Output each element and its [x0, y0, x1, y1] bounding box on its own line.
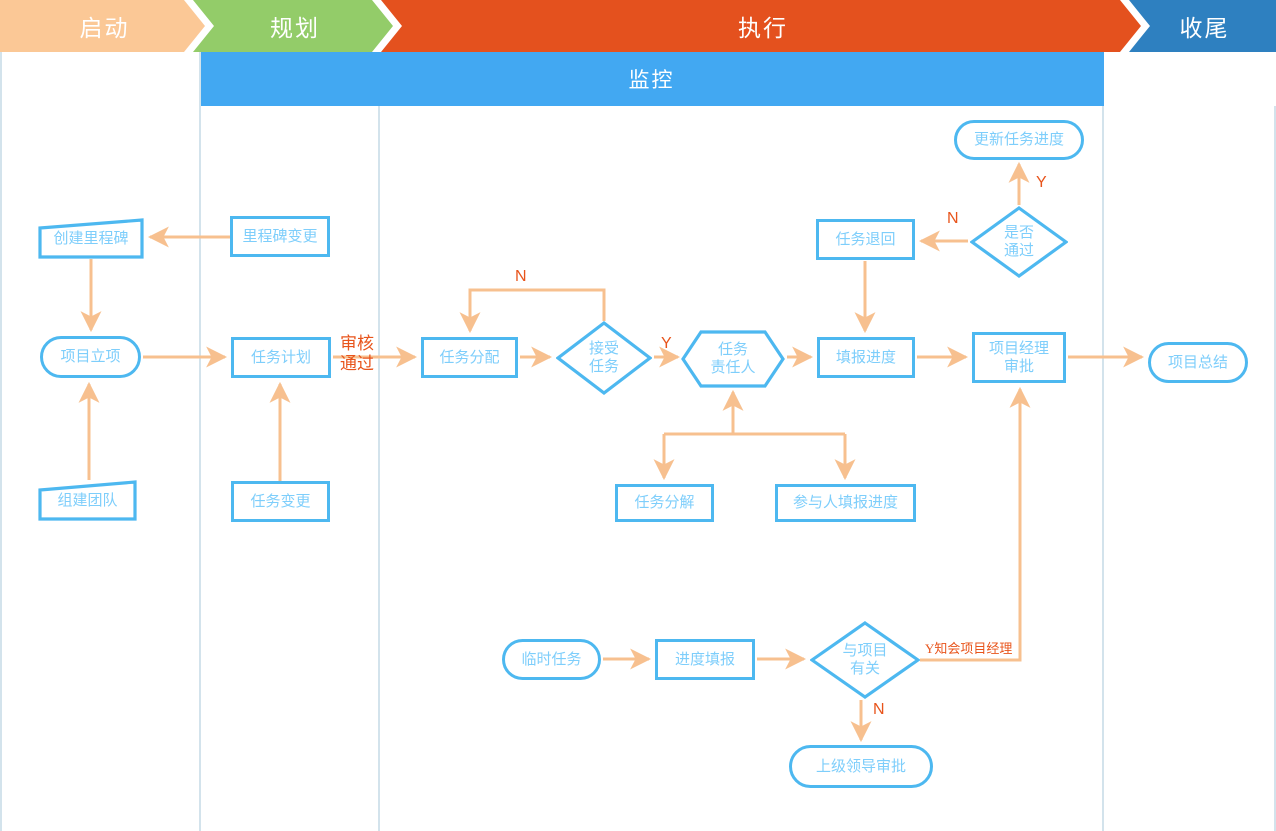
node-accept-task[interactable]: 接受 任务: [555, 320, 653, 396]
node-label-progress-report: 进度填报: [674, 650, 735, 668]
edge-label-pass-n: N: [947, 210, 959, 227]
diamond-shape-icon: [809, 621, 921, 699]
node-label-task-return: 任务退回: [835, 230, 896, 248]
node-label-task-owner: 任务 责任人: [710, 341, 756, 376]
node-task-owner[interactable]: 任务 责任人: [681, 330, 785, 388]
node-update-task-progress[interactable]: 更新任务进度: [954, 120, 1084, 160]
phase-chevron-close[interactable]: 收尾: [1129, 0, 1276, 52]
monitoring-band[interactable]: 监控: [199, 52, 1104, 106]
node-project-summary[interactable]: 项目总结: [1148, 342, 1248, 383]
edge-label-reject-loop-n: N: [515, 268, 527, 285]
node-label-task-assign: 任务分配: [439, 348, 500, 366]
node-label-is-passed: 是否 通过: [1003, 224, 1034, 259]
node-build-team[interactable]: 组建团队: [38, 480, 137, 521]
phase-chevron-execute[interactable]: 执行: [381, 0, 1141, 52]
node-label-create-milestone: 创建里程碑: [53, 229, 129, 247]
phase-label-close: 收尾: [1179, 15, 1230, 41]
node-label-participant-progress: 参与人填报进度: [792, 494, 898, 512]
node-label-project-related: 与项目 有关: [842, 642, 888, 677]
node-fill-progress[interactable]: 填报进度: [817, 337, 915, 378]
node-label-build-team: 组建团队: [57, 491, 118, 509]
node-label-task-plan: 任务计划: [250, 348, 311, 366]
node-label-project-initiation: 项目立项: [60, 348, 121, 366]
node-task-assign[interactable]: 任务分配: [421, 337, 518, 378]
lane-divider-3: [1102, 106, 1104, 831]
phase-label-plan: 规划: [270, 15, 320, 41]
lane-divider-1: [199, 52, 201, 831]
lane-divider-2: [378, 106, 380, 831]
phase-label-execute: 执行: [738, 15, 788, 41]
node-task-plan[interactable]: 任务计划: [231, 337, 331, 378]
node-task-breakdown[interactable]: 任务分解: [615, 484, 714, 522]
phase-chevron-plan[interactable]: 规划: [193, 0, 393, 52]
node-pm-approval[interactable]: 项目经理 审批: [972, 332, 1066, 383]
node-label-milestone-change: 里程碑变更: [242, 227, 318, 245]
node-label-task-breakdown: 任务分解: [634, 494, 695, 512]
node-label-fill-progress: 填报进度: [835, 348, 896, 366]
edge-label-accept-y: Y: [661, 335, 672, 352]
hexagon-shape-icon: [681, 330, 785, 388]
node-milestone-change[interactable]: 里程碑变更: [230, 216, 330, 257]
node-task-change[interactable]: 任务变更: [231, 481, 330, 522]
lane-divider-right-edge: [1274, 106, 1276, 831]
node-label-task-change: 任务变更: [250, 492, 311, 510]
phase-label-initiate: 启动: [79, 15, 130, 41]
edge-label-related-n: N: [873, 701, 885, 718]
node-label-temp-task: 临时任务: [521, 650, 582, 668]
parallelogram-shape-icon: [38, 480, 137, 521]
edge-label-review-pass: 审核 通过: [340, 334, 374, 373]
node-project-related[interactable]: 与项目 有关: [809, 621, 921, 699]
node-label-leader-approval: 上级领导审批: [815, 757, 906, 775]
node-temp-task[interactable]: 临时任务: [502, 639, 601, 680]
lane-divider-left-edge: [0, 52, 2, 831]
edge-label-pass-y: Y: [1036, 174, 1047, 191]
phase-chevron-initiate[interactable]: 启动: [0, 0, 205, 52]
parallelogram-shape-icon: [38, 218, 144, 259]
node-label-accept-task: 接受 任务: [588, 340, 619, 375]
diamond-shape-icon: [969, 206, 1069, 278]
edge-label-notify-pm-y: Y知会项目经理: [925, 641, 1013, 656]
node-progress-report[interactable]: 进度填报: [655, 639, 755, 680]
node-is-passed[interactable]: 是否 通过: [969, 206, 1069, 278]
phase-header-band: 启动 规划 执行 收尾: [0, 0, 1276, 52]
node-task-return[interactable]: 任务退回: [816, 219, 915, 260]
node-leader-approval[interactable]: 上级领导审批: [789, 745, 933, 788]
node-label-update-task-progress: 更新任务进度: [973, 131, 1064, 149]
node-create-milestone[interactable]: 创建里程碑: [38, 218, 144, 259]
node-label-project-summary: 项目总结: [1167, 353, 1228, 371]
node-project-initiation[interactable]: 项目立项: [40, 336, 141, 378]
diamond-shape-icon: [555, 320, 653, 396]
monitoring-label: 监控: [628, 69, 675, 92]
node-participant-progress[interactable]: 参与人填报进度: [775, 484, 916, 522]
